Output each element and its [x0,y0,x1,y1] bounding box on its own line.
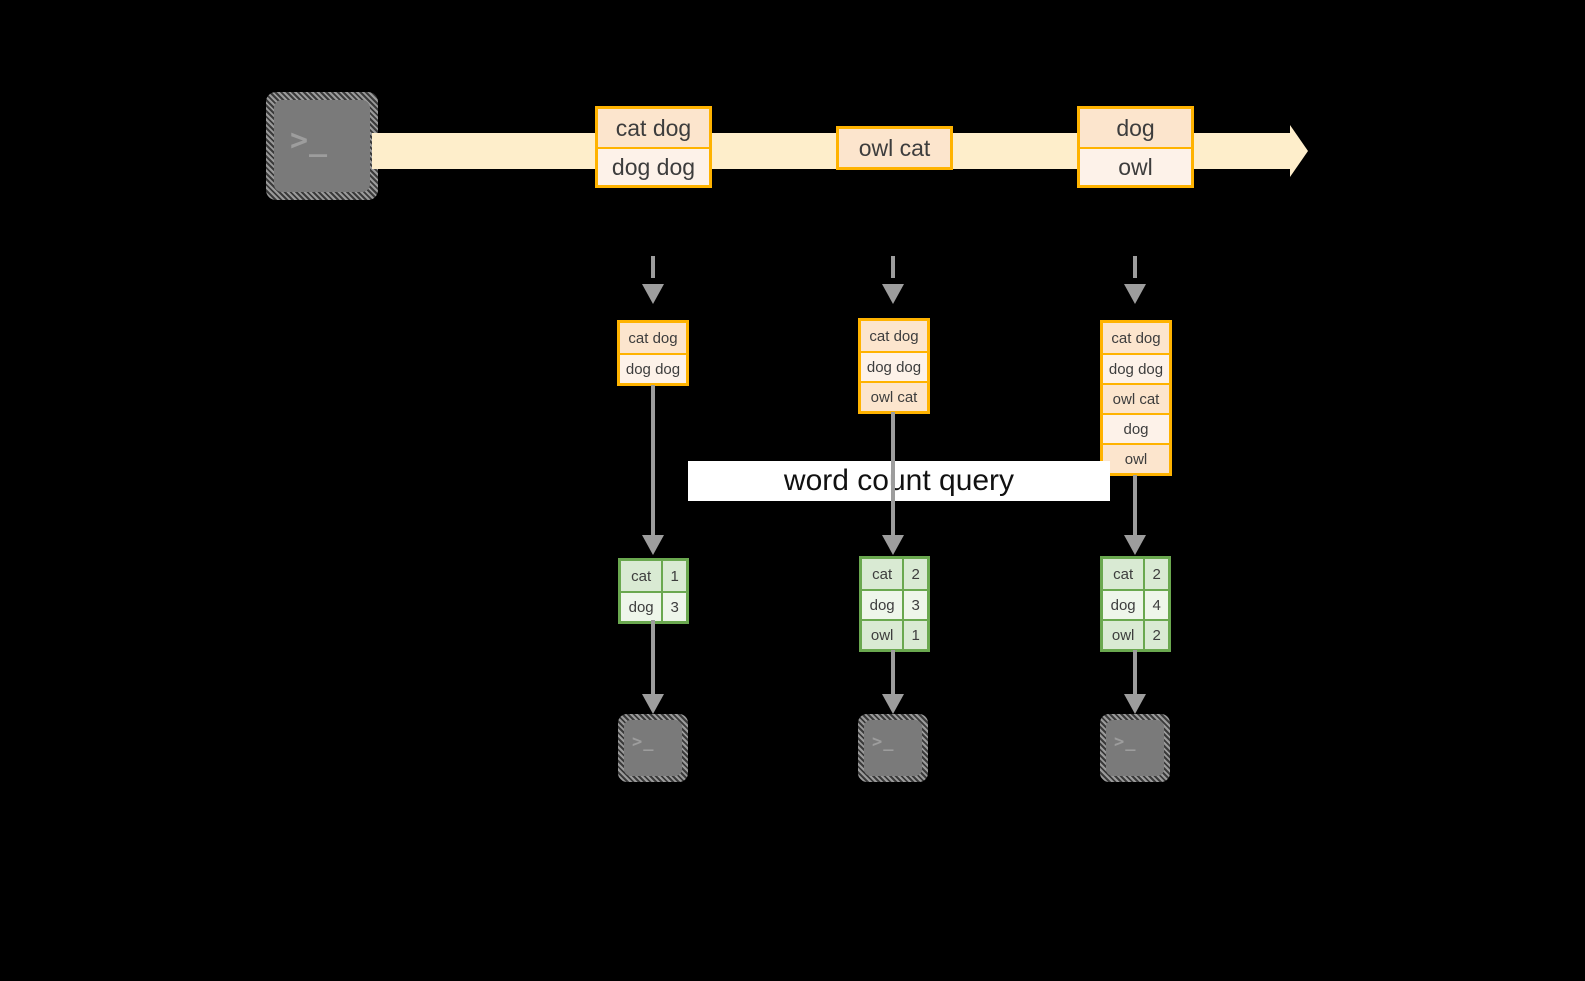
result-word-cell: dog [628,598,654,616]
snapshot-input-2: cat dog dog dog owl cat [858,318,930,414]
result-table-1: cat 1 dog 3 [618,558,689,624]
sink-terminal-icon-2: >_ [858,714,928,782]
terminal-prompt-glyph: >_ [290,123,329,158]
result-word-cell: owl [1111,626,1135,644]
result-word-cell: owl [870,626,894,644]
stream-event-line: dog dog [598,147,709,185]
stream-event-1: cat dog dog dog [595,106,712,188]
snapshot-input-line: owl [1103,443,1169,473]
snapshot-input-line: dog [1103,413,1169,443]
table-row: owl 1 [862,619,927,649]
terminal-prompt-glyph: >_ [872,732,895,752]
snapshot-input-3: cat dog dog dog owl cat dog owl [1100,320,1172,476]
result-word-cell: cat [1113,565,1134,583]
table-row: dog 3 [621,591,686,621]
snapshot-input-line: cat dog [620,323,686,353]
result-count-cell: 2 [902,559,927,589]
result-to-sink-connector-1 [642,620,664,720]
result-word-cell: dog [869,596,895,614]
snapshot-input-line: owl cat [861,381,927,411]
source-terminal-body: >_ [274,100,370,192]
table-row: cat 1 [621,561,686,591]
stream-to-snapshot-connector-2 [882,256,904,322]
result-count-cell: 4 [1143,591,1168,619]
terminal-prompt-glyph: >_ [1114,732,1137,752]
snapshot-input-line: dog dog [1103,353,1169,383]
table-row: cat 2 [862,559,927,589]
stream-event-line: cat dog [598,109,709,147]
snapshot-input-line: cat dog [1103,323,1169,353]
sink-terminal-icon-1: >_ [618,714,688,782]
table-row: dog 4 [1103,589,1168,619]
result-count-cell: 3 [902,591,927,619]
result-word-cell: cat [631,567,652,585]
result-count-cell: 1 [661,561,686,591]
table-row: dog 3 [862,589,927,619]
terminal-prompt-glyph: >_ [632,732,655,752]
result-word-cell: cat [872,565,893,583]
stream-event-line: dog [1080,109,1191,147]
result-count-cell: 3 [661,593,686,621]
table-row: owl 2 [1103,619,1168,649]
stream-event-3: dog owl [1077,106,1194,188]
snapshot-to-result-connector-3 [1124,475,1146,560]
result-count-cell: 2 [1143,559,1168,589]
query-label-band: word count query [688,461,1110,501]
table-row: cat 2 [1103,559,1168,589]
result-count-cell: 2 [1143,621,1168,649]
stream-event-2: owl cat [836,126,953,170]
result-table-3: cat 2 dog 4 owl 2 [1100,556,1171,652]
snapshot-input-1: cat dog dog dog [617,320,689,386]
result-table-2: cat 2 dog 3 owl 1 [859,556,930,652]
sink-terminal-icon-3: >_ [1100,714,1170,782]
result-word-cell: dog [1110,596,1136,614]
source-terminal-icon: >_ [266,92,378,200]
snapshot-to-result-connector-2-overlay [891,461,895,501]
snapshot-to-result-connector-1 [642,385,664,560]
snapshot-input-line: cat dog [861,321,927,351]
stream-event-line: owl [1080,147,1191,185]
snapshot-input-line: dog dog [861,351,927,381]
snapshot-input-line: dog dog [620,353,686,383]
sink-terminal-body: >_ [624,720,682,776]
stream-to-snapshot-connector-1 [642,256,664,322]
result-to-sink-connector-2 [882,650,904,720]
result-to-sink-connector-3 [1124,650,1146,720]
sink-terminal-body: >_ [864,720,922,776]
snapshot-input-line: owl cat [1103,383,1169,413]
sink-terminal-body: >_ [1106,720,1164,776]
stream-arrow-head [1290,125,1308,177]
result-count-cell: 1 [902,621,927,649]
query-label-text: word count query [783,464,1015,497]
stream-to-snapshot-connector-3 [1124,256,1146,322]
stream-event-line: owl cat [839,129,950,167]
